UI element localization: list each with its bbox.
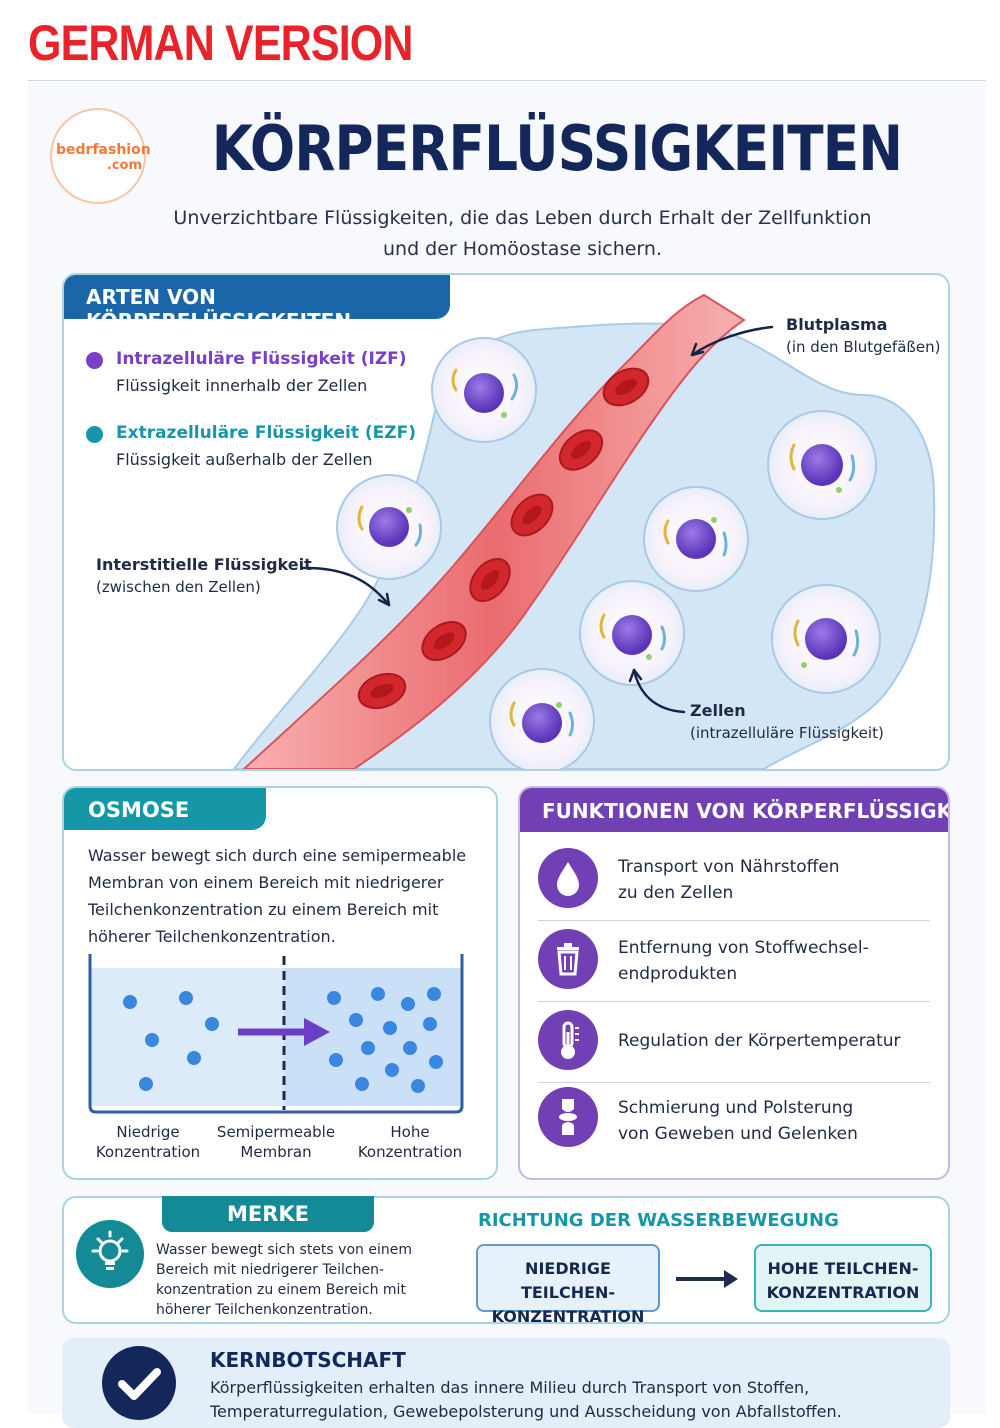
header-divider bbox=[28, 80, 986, 81]
red-blood-cells bbox=[357, 367, 650, 710]
function-line1: Schmierung und Polsterung bbox=[618, 1098, 854, 1118]
water-drop-icon bbox=[538, 848, 598, 908]
remember-line: höherer Teilchenkonzentration. bbox=[156, 1302, 373, 1318]
low-line2: Konzentration bbox=[95, 1143, 201, 1161]
arrow-right-icon bbox=[676, 1270, 738, 1288]
label-interstitial: Interstitielle Flüssigkeit (zwischen den… bbox=[96, 555, 312, 596]
function-line2: endprodukten bbox=[618, 964, 738, 984]
cells bbox=[336, 337, 881, 769]
osmosis-text-line: Teilchenkonzentration zu einem Bereich m… bbox=[88, 900, 439, 919]
cells-title: Zellen bbox=[690, 701, 746, 720]
logo-line1: bedrfashion bbox=[56, 142, 151, 158]
subtitle-line1: Unverzichtbare Flüssigkeiten, die das Le… bbox=[173, 207, 872, 229]
remember-line: konzentration zu einem Bereich mit bbox=[156, 1282, 406, 1298]
thermometer-icon bbox=[538, 1010, 598, 1070]
interstitial-title: Interstitielle Flüssigkeit bbox=[96, 555, 312, 574]
logo: bedrfashion .com bbox=[50, 108, 151, 204]
osmosis-label-membrane: Semipermeable Membran bbox=[212, 1122, 340, 1162]
osmosis-text-line: Wasser bewegt sich durch eine semipermea… bbox=[88, 846, 467, 865]
function-line1: Transport von Nährstoffen bbox=[618, 857, 840, 877]
key-heading: KERNBOTSCHAFT bbox=[210, 1348, 406, 1372]
low-concentration-box: NIEDRIGE TEILCHEN- KONZENTRATION bbox=[476, 1244, 660, 1326]
low-box-line2: KONZENTRATION bbox=[491, 1307, 645, 1326]
label-arrows bbox=[300, 325, 774, 714]
high-concentration-box: HOHE TEILCHEN- KONZENTRATION bbox=[754, 1244, 932, 1312]
remember-heading: MERKE bbox=[226, 1202, 310, 1226]
remember-panel: MERKE Wasser bewegt sich stets von einem… bbox=[62, 1196, 950, 1326]
osmosis-heading: OSMOSE bbox=[88, 798, 190, 822]
remember-line: Bereich mit niedrigerer Teilchen- bbox=[156, 1262, 385, 1278]
osmosis-text: Wasser bewegt sich durch eine semipermea… bbox=[88, 842, 466, 950]
logo-line2: .com bbox=[106, 158, 142, 173]
ezf-dot bbox=[86, 426, 103, 443]
function-item: Transport von Nährstoffen zu den Zellen bbox=[538, 840, 930, 921]
osmosis-panel: OSMOSE Wasser bewegt sich durch eine sem… bbox=[62, 786, 498, 1180]
remember-text: Wasser bewegt sich stets von einem Berei… bbox=[156, 1240, 412, 1320]
functions-panel: FUNKTIONEN VON KÖRPERFLÜSSIGKEITEN Trans… bbox=[518, 786, 950, 1180]
membrane-line1: Semipermeable bbox=[216, 1123, 336, 1141]
key-line2: Temperaturregulation, Gewebepolsterung u… bbox=[210, 1402, 842, 1421]
lightbulb-icon bbox=[76, 1220, 144, 1288]
trash-icon bbox=[538, 929, 598, 989]
remember-heading-tab: MERKE bbox=[162, 1196, 374, 1232]
fluid-diagram bbox=[232, 293, 936, 769]
osmosis-diagram bbox=[88, 954, 464, 1114]
plasma-title: Blutplasma bbox=[786, 315, 888, 334]
function-text: Transport von Nährstoffen zu den Zellen bbox=[618, 854, 840, 906]
types-panel: ARTEN VON KÖRPERFLÜSSIGKEITEN Intrazellu… bbox=[62, 273, 950, 771]
high-line2: Konzentration bbox=[357, 1143, 463, 1161]
low-line1: Niedrige bbox=[116, 1123, 180, 1141]
key-line1: Körperflüssigkeiten erhalten das innere … bbox=[210, 1378, 810, 1397]
function-item: Schmierung und Polsterung von Geweben un… bbox=[538, 1083, 930, 1163]
key-message-panel: KERNBOTSCHAFT Körperflüssigkeiten erhalt… bbox=[62, 1338, 950, 1428]
direction-heading: RICHTUNG DER WASSERBEWEGUNG bbox=[478, 1210, 839, 1231]
izf-name: Intrazelluläre Flüssigkeit (IZF) bbox=[116, 349, 407, 369]
cells-sub: (intrazelluläre Flüssigkeit) bbox=[690, 724, 884, 742]
subtitle-line2: und der Homöostase sichern. bbox=[383, 238, 662, 260]
function-text: Regulation der Körpertemperatur bbox=[618, 1028, 901, 1054]
remember-line: Wasser bewegt sich stets von einem bbox=[156, 1242, 412, 1258]
osmosis-label-low: Niedrige Konzentration bbox=[88, 1122, 208, 1162]
osmosis-text-line: höherer Teilchenkonzentration. bbox=[88, 927, 336, 946]
low-box-line1: NIEDRIGE TEILCHEN- bbox=[520, 1259, 616, 1302]
function-text: Schmierung und Polsterung von Geweben un… bbox=[618, 1095, 858, 1147]
functions-heading-tab: FUNKTIONEN VON KÖRPERFLÜSSIGKEITEN bbox=[520, 788, 950, 832]
function-line2: von Geweben und Gelenken bbox=[618, 1124, 858, 1144]
high-line1: Hohe bbox=[390, 1123, 430, 1141]
function-line1: Entfernung von Stoffwechsel- bbox=[618, 938, 869, 958]
types-heading-tab: ARTEN VON KÖRPERFLÜSSIGKEITEN bbox=[64, 275, 450, 333]
function-item: Entfernung von Stoffwechsel- endprodukte… bbox=[538, 921, 930, 1002]
label-plasma: Blutplasma (in den Blutgefäßen) bbox=[786, 315, 940, 356]
types-heading: ARTEN VON KÖRPERFLÜSSIGKEITEN bbox=[86, 285, 352, 333]
function-text: Entfernung von Stoffwechsel- endprodukte… bbox=[618, 935, 869, 987]
functions-heading: FUNKTIONEN VON KÖRPERFLÜSSIGKEITEN bbox=[542, 799, 950, 823]
checkmark-icon bbox=[102, 1346, 176, 1420]
function-item: Regulation der Körpertemperatur bbox=[538, 1002, 930, 1083]
osmosis-heading-tab: OSMOSE bbox=[64, 788, 266, 830]
high-box-line2: KONZENTRATION bbox=[766, 1283, 920, 1302]
function-line2: zu den Zellen bbox=[618, 883, 734, 903]
membrane-line2: Membran bbox=[240, 1143, 312, 1161]
plasma-sub: (in den Blutgefäßen) bbox=[786, 338, 941, 356]
high-box-line1: HOHE TEILCHEN- bbox=[767, 1259, 919, 1278]
blood-vessel bbox=[242, 293, 746, 769]
ezf-desc: Flüssigkeit außerhalb der Zellen bbox=[116, 450, 373, 469]
label-cells: Zellen (intrazelluläre Flüssigkeit) bbox=[690, 701, 884, 742]
function-line1: Regulation der Körpertemperatur bbox=[618, 1031, 901, 1051]
osmosis-text-line: Membran von einem Bereich mit niedrigere… bbox=[88, 873, 444, 892]
page-title: KÖRPERFLÜSSIGKEITEN bbox=[211, 112, 903, 185]
osmosis-label-high: Hohe Konzentration bbox=[350, 1122, 470, 1162]
interstitial-sub: (zwischen den Zellen) bbox=[96, 578, 261, 596]
ezf-name: Extrazelluläre Flüssigkeit (EZF) bbox=[116, 423, 416, 443]
izf-desc: Flüssigkeit innerhalb der Zellen bbox=[116, 376, 368, 395]
version-label: GERMAN VERSION bbox=[28, 15, 413, 71]
joint-icon bbox=[538, 1087, 598, 1147]
page-subtitle: Unverzichtbare Flüssigkeiten, die das Le… bbox=[150, 203, 895, 265]
izf-dot bbox=[86, 352, 103, 369]
